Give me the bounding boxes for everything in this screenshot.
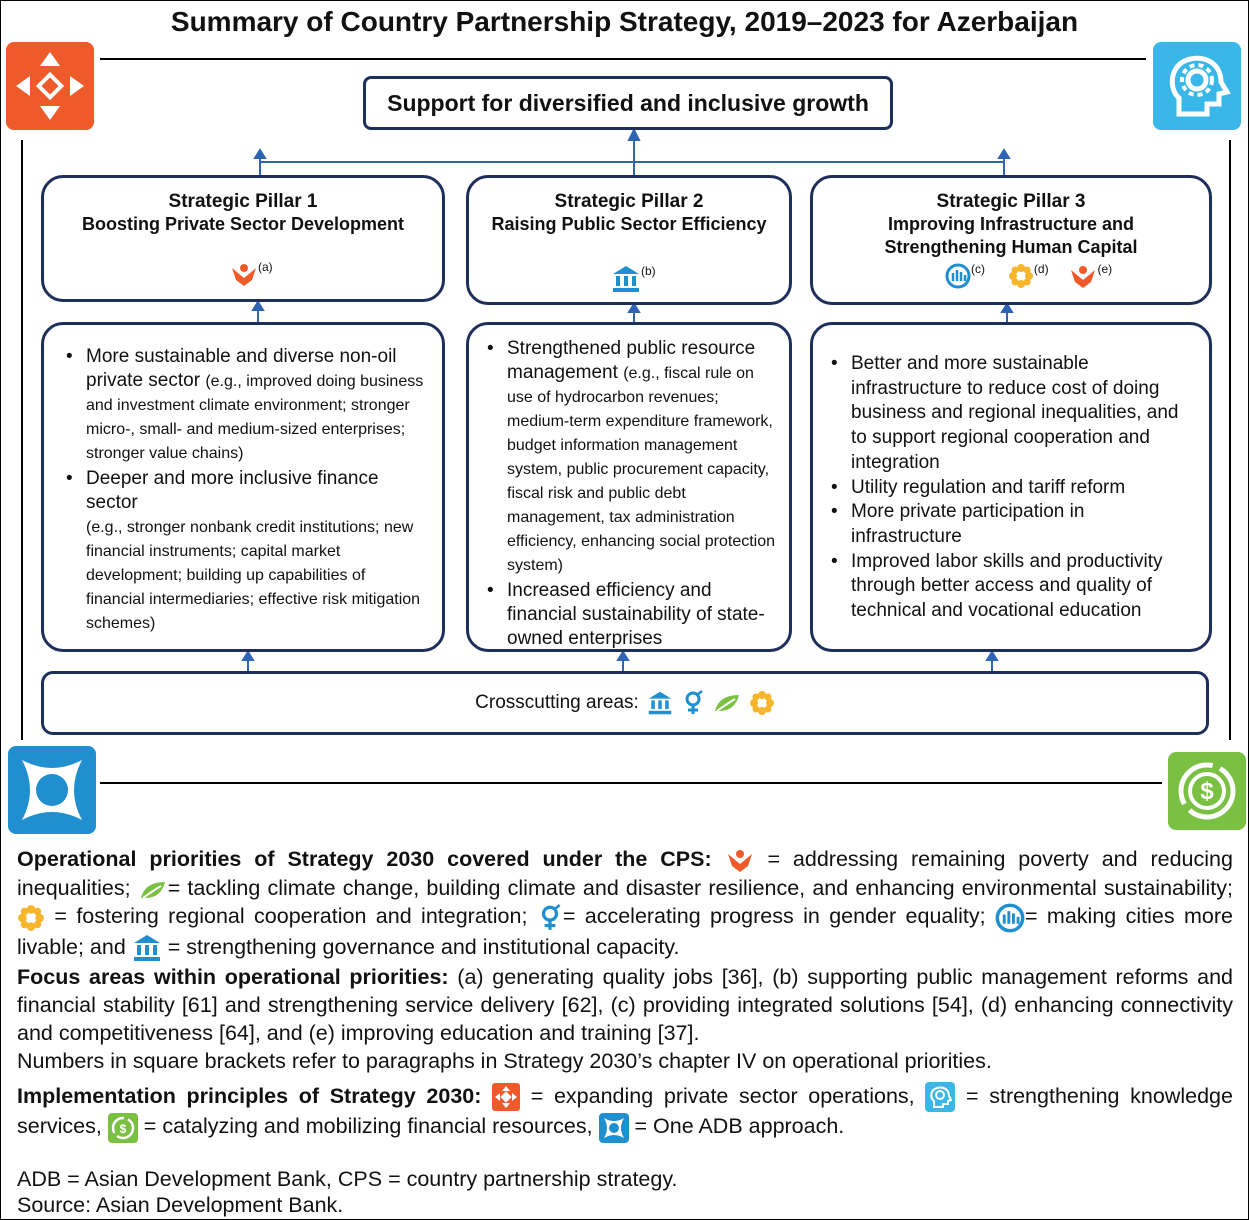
- focus-marker-a: (a): [258, 260, 273, 274]
- financial-resources-icon: $: [107, 1112, 138, 1143]
- outcomes-pillar-2-box: Strengthened public resource management …: [466, 322, 792, 652]
- outcomes-pillar-3-box: Better and more sustainable infrastructu…: [810, 322, 1212, 652]
- focus-marker-c: (c): [971, 262, 985, 276]
- pillar-2-heading: Strategic Pillar 2: [554, 191, 704, 212]
- knowledge-services-logo-icon: [1153, 42, 1241, 130]
- focus-marker-b: (b): [641, 264, 656, 278]
- pillar-3-subtitle: Improving Infrastructure and: [887, 214, 1135, 234]
- implementation-heading: Implementation principles of Strategy 20…: [17, 1084, 482, 1108]
- regional-cooperation-icon: [749, 691, 774, 715]
- regional-cooperation-icon: [1008, 264, 1033, 288]
- governance-icon: [133, 934, 160, 961]
- goal-connectors: [241, 127, 1014, 671]
- climate-icon: [140, 881, 165, 899]
- outcome-item: Increased efficiency and financial susta…: [485, 579, 775, 651]
- goal-box: Support for diversified and inclusive gr…: [363, 76, 893, 130]
- one-adb-icon: [598, 1112, 629, 1143]
- abbreviations-text: ADB = Asian Development Bank, CPS = coun…: [17, 1167, 678, 1191]
- outcomes-pillar-3-list: Better and more sustainable infrastructu…: [829, 352, 1191, 624]
- focus-areas-note: Focus areas within operational prioritie…: [17, 965, 1233, 1073]
- figure-title: Summary of Country Partnership Strategy,…: [170, 6, 1079, 37]
- regional-cooperation-icon: [18, 904, 44, 931]
- crosscutting-label: Crosscutting areas:: [475, 692, 639, 713]
- focus-marker-e: (e): [1097, 262, 1113, 276]
- outcome-item: Improved labor skills and productivity t…: [829, 550, 1191, 624]
- climate-icon: [714, 695, 739, 712]
- right-rule: [1229, 140, 1231, 740]
- pillar-1-icons: (a): [230, 260, 273, 288]
- outcome-item: More private participation in infrastruc…: [829, 500, 1191, 549]
- governance-icon: [648, 691, 672, 715]
- private-sector-operations-icon: [492, 1083, 521, 1112]
- gender-icon: [685, 690, 703, 714]
- pillar-2-icons: (b): [611, 264, 656, 294]
- focus-marker-d: (d): [1033, 262, 1049, 276]
- financial-resources-logo-icon: $: [1168, 752, 1246, 830]
- source-text: Source: Asian Development Bank.: [17, 1193, 344, 1217]
- poverty-icon: [727, 850, 752, 873]
- op-priorities-heading: Operational priorities of Strategy 2030 …: [17, 847, 712, 871]
- outcomes-pillar-1-box: More sustainable and diverse non-oil pri…: [41, 322, 445, 652]
- pillar-3-box: Strategic Pillar 3 Improving Infrastruct…: [810, 175, 1212, 305]
- outcomes-pillar-2-list: Strengthened public resource management …: [485, 337, 775, 651]
- livable-cities-icon: [995, 903, 1025, 933]
- poverty-icon: [232, 264, 256, 286]
- pillar-3-heading: Strategic Pillar 3: [936, 191, 1086, 212]
- outcome-item: Better and more sustainable infrastructu…: [829, 352, 1191, 476]
- outcomes-pillar-1-list: More sustainable and diverse non-oil pri…: [64, 345, 426, 635]
- pillar-2-box: Strategic Pillar 2 Raising Public Sector…: [466, 175, 792, 305]
- pillar-1-box: Strategic Pillar 1 Boosting Private Sect…: [41, 175, 445, 302]
- crosscutting-box: Crosscutting areas:: [41, 671, 1209, 735]
- numbers-note: Numbers in square brackets refer to para…: [17, 1049, 992, 1073]
- outcome-item: Deeper and more inclusive finance sector…: [64, 467, 426, 635]
- private-sector-operations-logo-icon: [6, 42, 94, 130]
- implementation-principles-note: Implementation principles of Strategy 20…: [17, 1082, 1233, 1143]
- focus-areas-heading: Focus areas within operational prioritie…: [17, 965, 449, 989]
- pillar-1-subtitle: Boosting Private Sector Development: [81, 214, 405, 234]
- knowledge-services-icon: [925, 1082, 956, 1113]
- top-rule: [100, 58, 1146, 60]
- pillar-1-heading: Strategic Pillar 1: [168, 191, 318, 212]
- operational-priorities-note: Operational priorities of Strategy 2030 …: [17, 845, 1233, 963]
- pillar-3-icons: (c) (d) (e): [945, 262, 1112, 290]
- outcome-item: More sustainable and diverse non-oil pri…: [64, 345, 426, 465]
- abbreviations-note: ADB = Asian Development Bank, CPS = coun…: [17, 1166, 1233, 1218]
- pillar-2-subtitle: Raising Public Sector Efficiency: [491, 214, 767, 234]
- poverty-icon: [1071, 266, 1096, 288]
- gender-icon: [541, 903, 561, 930]
- governance-icon: [613, 266, 639, 292]
- outcome-item: Strengthened public resource management …: [485, 337, 775, 577]
- one-adb-logo-icon: [8, 746, 96, 834]
- svg-text:$: $: [119, 1122, 126, 1136]
- left-rule: [21, 140, 23, 740]
- svg-text:$: $: [1200, 778, 1214, 805]
- livable-cities-icon: [945, 263, 971, 289]
- outcome-item: Utility regulation and tariff reform: [829, 476, 1191, 501]
- bottom-rule: [100, 782, 1162, 784]
- pillar-3-subtitle-line2: Strengthening Human Capital: [884, 237, 1138, 257]
